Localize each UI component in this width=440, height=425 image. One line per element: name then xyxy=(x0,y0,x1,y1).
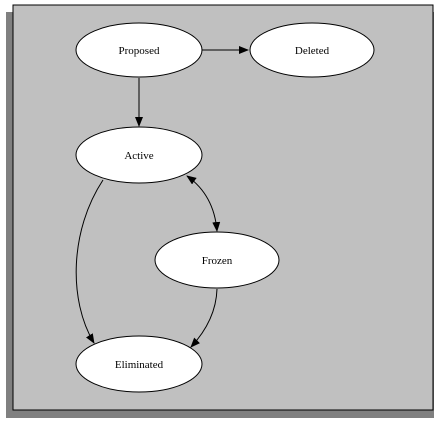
diagram-canvas xyxy=(12,4,434,411)
state-node-frozen[interactable]: Frozen xyxy=(154,231,280,289)
state-label-active: Active xyxy=(124,150,153,162)
edge-active-frozen xyxy=(186,175,221,232)
state-label-deleted: Deleted xyxy=(295,45,330,57)
state-node-proposed[interactable]: Proposed xyxy=(75,22,203,78)
state-node-deleted[interactable]: Deleted xyxy=(249,22,375,78)
state-label-eliminated: Eliminated xyxy=(115,359,164,371)
state-node-active[interactable]: Active xyxy=(75,126,203,184)
state-node-eliminated[interactable]: Eliminated xyxy=(75,335,203,393)
state-label-frozen: Frozen xyxy=(202,255,233,267)
edge-frozen-to-eliminated xyxy=(190,288,218,348)
edge-active-to-eliminated xyxy=(75,179,104,344)
state-label-proposed: Proposed xyxy=(119,45,160,57)
